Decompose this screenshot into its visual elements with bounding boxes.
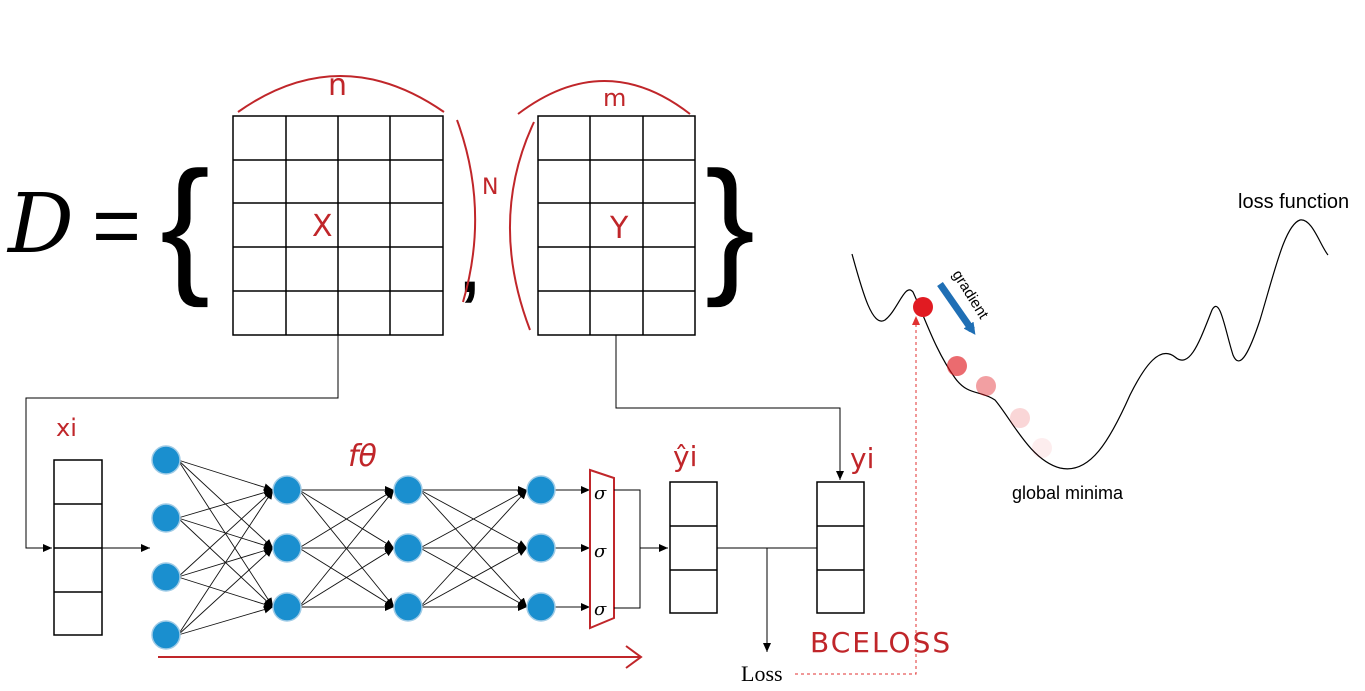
- activation-block: [589, 468, 615, 630]
- network-edge: [177, 489, 274, 578]
- loss-curve: [851, 219, 1329, 470]
- neuron-layer-1: [151, 445, 181, 475]
- input-vector: [53, 459, 103, 636]
- network-nodes: [151, 445, 556, 650]
- target-vector: [816, 481, 865, 614]
- network-edge: [298, 489, 395, 549]
- network-edge: [298, 547, 395, 608]
- neuron-layer-4: [526, 592, 556, 622]
- loss-function-title: loss function: [1238, 191, 1349, 213]
- input-label: xi: [56, 414, 77, 442]
- height-label: N: [482, 175, 498, 200]
- global-minima-label: global minima: [1012, 483, 1124, 503]
- y-width-label: m: [603, 84, 626, 112]
- network-edge: [419, 547, 528, 608]
- dataset-symbol: D: [6, 177, 74, 272]
- y-to-target-connector: [615, 335, 844, 480]
- equals-sign: =: [92, 178, 141, 272]
- neuron-layer-2: [272, 592, 302, 622]
- neuron-layer-2: [272, 533, 302, 563]
- close-brace: }: [705, 140, 755, 308]
- neuron-layer-1: [151, 562, 181, 592]
- x-width-brace: [237, 75, 445, 113]
- loss-label: Loss: [741, 661, 783, 686]
- network-edge: [177, 459, 274, 492]
- y-matrix: [537, 115, 696, 336]
- sigma-3: σ: [594, 599, 607, 620]
- sigma-2: σ: [594, 541, 607, 562]
- matrix-separator: ,: [460, 229, 479, 307]
- network-edge: [177, 547, 274, 636]
- backprop-path: [795, 316, 920, 675]
- model-label: fθ: [348, 439, 377, 474]
- x-to-input-connector: [25, 335, 339, 552]
- open-brace: {: [160, 140, 210, 308]
- target-label: yi: [850, 442, 874, 475]
- gradient-label: gradient: [949, 267, 993, 323]
- forward-pass-arrow: [158, 645, 643, 669]
- network-edge: [419, 489, 528, 608]
- network-edge: [177, 605, 274, 636]
- output-vector: [669, 481, 718, 614]
- neuron-layer-2: [272, 475, 302, 505]
- gradient-arrow: [937, 282, 976, 335]
- neuron-layer-3: [393, 475, 423, 505]
- neuron-layer-1: [151, 503, 181, 533]
- gradient-balls: [913, 297, 1052, 458]
- network-edges: [177, 459, 590, 636]
- sigma-1: σ: [594, 483, 607, 504]
- neuron-layer-3: [393, 533, 423, 563]
- y-matrix-label: Y: [609, 211, 629, 246]
- network-edge: [419, 489, 528, 549]
- y-width-brace: [517, 80, 691, 115]
- y-left-paren: [508, 121, 535, 331]
- network-edge: [177, 488, 274, 519]
- network-edge: [298, 489, 395, 608]
- neuron-layer-3: [393, 592, 423, 622]
- neuron-layer-4: [526, 475, 556, 505]
- criterion-label: BCELOSS: [810, 626, 952, 659]
- neuron-layer-1: [151, 620, 181, 650]
- network-edge: [177, 489, 274, 636]
- height-brace: [456, 119, 477, 303]
- x-matrix-label: X: [312, 209, 333, 244]
- neuron-layer-4: [526, 533, 556, 563]
- output-label: ŷi: [673, 440, 697, 473]
- x-width-label: n: [328, 68, 347, 103]
- x-matrix: [232, 115, 444, 336]
- sigma-combine: [614, 489, 641, 609]
